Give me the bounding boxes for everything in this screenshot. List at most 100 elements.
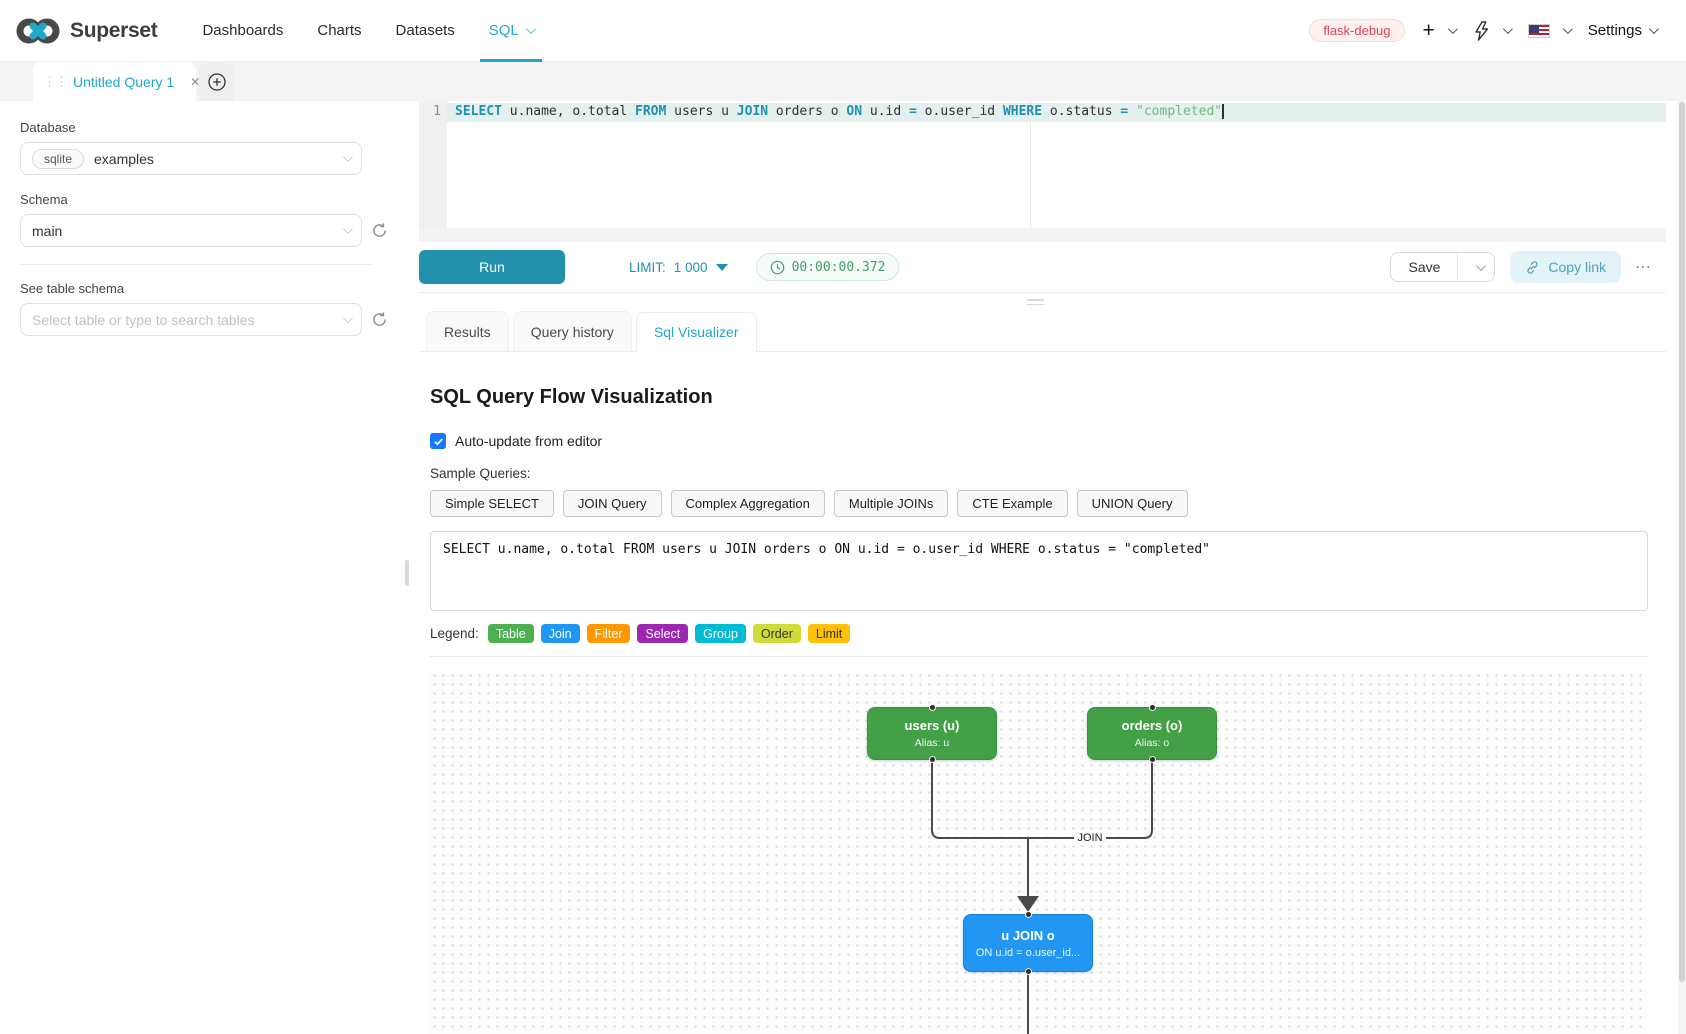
auto-update-checkbox[interactable] bbox=[430, 433, 446, 449]
sql-token: WHERE bbox=[1002, 104, 1043, 119]
run-button[interactable]: Run bbox=[419, 250, 565, 284]
connector-handle-icon bbox=[1024, 911, 1032, 918]
section-divider bbox=[430, 656, 1648, 657]
editor-toolbar: Run LIMIT: 1 000 00:00:00.372 Save bbox=[419, 242, 1666, 293]
nav-item-charts[interactable]: Charts bbox=[317, 22, 362, 39]
copy-link-button[interactable]: Copy link bbox=[1510, 251, 1621, 283]
environment-badge: flask-debug bbox=[1309, 19, 1405, 42]
active-nav-underline bbox=[479, 58, 542, 62]
sample-cte-example-button[interactable]: CTE Example bbox=[957, 490, 1068, 517]
sql-token: SELECT bbox=[455, 104, 502, 119]
query-tab-title: Untitled Query 1 bbox=[73, 73, 175, 90]
database-select[interactable]: sqlite examples bbox=[20, 142, 362, 175]
query-tab[interactable]: ⋮⋮ Untitled Query 1 ✕ bbox=[33, 62, 200, 101]
clock-icon bbox=[770, 260, 784, 274]
sample-simple-select-button[interactable]: Simple SELECT bbox=[430, 490, 554, 517]
tab-query-history[interactable]: Query history bbox=[512, 311, 632, 351]
table-select[interactable]: Select table or type to search tables bbox=[20, 303, 362, 336]
nav-item-dashboards[interactable]: Dashboards bbox=[202, 22, 284, 39]
chevron-down-icon bbox=[1447, 24, 1458, 35]
sample-union-query-button[interactable]: UNION Query bbox=[1076, 490, 1188, 517]
drag-handle-icon: ⋮⋮ bbox=[43, 73, 68, 89]
legend-chip-filter: Filter bbox=[586, 624, 631, 643]
save-split-button: Save bbox=[1390, 252, 1496, 282]
lightning-icon bbox=[1475, 20, 1488, 41]
page-scrollbar[interactable] bbox=[1678, 62, 1686, 1034]
flow-node-join[interactable]: u JOIN o ON u.id = o.user_id... bbox=[963, 911, 1093, 975]
top-navbar: Superset Dashboards Charts Datasets SQL … bbox=[0, 0, 1686, 62]
database-value: examples bbox=[94, 150, 154, 167]
sample-queries-label: Sample Queries: bbox=[430, 466, 531, 481]
chevron-down-icon bbox=[342, 152, 353, 163]
query-timer: 00:00:00.372 bbox=[755, 253, 900, 281]
chevron-down-icon bbox=[1476, 260, 1487, 271]
tab-sql-visualizer[interactable]: Sql Visualizer bbox=[635, 312, 757, 352]
refresh-schema-button[interactable] bbox=[371, 222, 388, 239]
flow-node-users[interactable]: users (u) Alias: u bbox=[867, 704, 997, 763]
resize-handle-icon[interactable] bbox=[1027, 299, 1044, 308]
sql-token: orders o bbox=[768, 104, 847, 119]
close-icon[interactable]: ✕ bbox=[190, 74, 201, 89]
superset-infinity-icon bbox=[16, 18, 60, 43]
flow-canvas[interactable]: users (u) Alias: u orders (o) Alias: o u… bbox=[430, 671, 1648, 1034]
panel-resize-grip[interactable] bbox=[405, 560, 409, 586]
chevron-down-icon bbox=[342, 224, 353, 235]
flow-node-orders[interactable]: orders (o) Alias: o bbox=[1087, 704, 1217, 763]
refresh-tables-button[interactable] bbox=[371, 311, 388, 328]
nav-item-sql[interactable]: SQL bbox=[472, 0, 550, 62]
tab-results[interactable]: Results bbox=[426, 311, 509, 351]
sql-visualizer-panel: SQL Query Flow Visualization Auto-update… bbox=[419, 352, 1666, 1034]
query-search-button[interactable] bbox=[1473, 20, 1513, 41]
pane-divider bbox=[419, 293, 1666, 312]
save-dropdown-button[interactable] bbox=[1457, 253, 1494, 281]
query-textarea[interactable]: SELECT u.name, o.total FROM users u JOIN… bbox=[430, 531, 1648, 611]
connector-handle-icon bbox=[928, 704, 936, 711]
settings-menu[interactable]: Settings bbox=[1588, 22, 1659, 39]
sql-editor[interactable]: 1 SELECT u.name, o.total FROM users u JO… bbox=[419, 101, 1666, 242]
print-margin-line bbox=[1030, 101, 1031, 228]
legend-chip-order: Order bbox=[752, 624, 801, 643]
schema-value: main bbox=[32, 222, 63, 239]
sql-token: ON bbox=[846, 104, 863, 119]
caret-down-icon bbox=[715, 263, 728, 271]
schema-select[interactable]: main bbox=[20, 214, 362, 247]
sql-token: = bbox=[909, 104, 917, 119]
new-item-button[interactable]: + bbox=[1423, 20, 1458, 41]
sql-token: users u bbox=[666, 104, 737, 119]
auto-update-checkbox-row: Auto-update from editor bbox=[430, 433, 1648, 449]
legend-chip-select: Select bbox=[637, 624, 689, 643]
text-cursor bbox=[1222, 104, 1225, 119]
sample-complex-aggregation-button[interactable]: Complex Aggregation bbox=[670, 490, 825, 517]
query-tab-strip: ⋮⋮ Untitled Query 1 ✕ bbox=[0, 62, 1686, 101]
flow-edges bbox=[931, 760, 1153, 1034]
more-menu-button[interactable]: ⋯ bbox=[1635, 259, 1652, 276]
limit-dropdown[interactable]: LIMIT: 1 000 bbox=[629, 260, 728, 275]
sql-code-line: SELECT u.name, o.total FROM users u JOIN… bbox=[455, 104, 1225, 119]
new-query-tab-button[interactable] bbox=[199, 62, 234, 101]
database-label: Database bbox=[20, 120, 76, 135]
nav-item-datasets[interactable]: Datasets bbox=[395, 22, 455, 39]
plus-circle-icon bbox=[207, 72, 226, 91]
sample-multiple-joins-button[interactable]: Multiple JOINs bbox=[833, 490, 949, 517]
limit-value: 1 000 bbox=[673, 259, 708, 275]
save-button[interactable]: Save bbox=[1408, 259, 1441, 275]
sample-join-query-button[interactable]: JOIN Query bbox=[562, 490, 662, 517]
refresh-icon bbox=[373, 312, 386, 326]
database-engine-badge: sqlite bbox=[32, 148, 85, 169]
legend-label: Legend: bbox=[430, 626, 479, 641]
edge-label-join: JOIN bbox=[1074, 832, 1106, 844]
active-line-highlight bbox=[447, 103, 1666, 122]
superset-logo[interactable]: Superset bbox=[16, 16, 158, 46]
schema-label: Schema bbox=[20, 192, 68, 207]
table-select-placeholder: Select table or type to search tables bbox=[32, 311, 255, 328]
chevron-down-icon bbox=[342, 313, 353, 324]
node-subtitle: Alias: o bbox=[1134, 737, 1170, 749]
sql-lab-left-panel: Database sqlite examples Schema main See… bbox=[0, 101, 410, 1034]
editor-horizontal-scrollbar[interactable] bbox=[419, 228, 1666, 242]
chevron-down-icon bbox=[525, 24, 536, 35]
language-selector[interactable] bbox=[1527, 23, 1573, 38]
scrollbar-thumb[interactable] bbox=[1679, 102, 1685, 982]
connector-handle-icon bbox=[928, 756, 936, 763]
node-subtitle: ON u.id = o.user_id... bbox=[975, 946, 1081, 959]
